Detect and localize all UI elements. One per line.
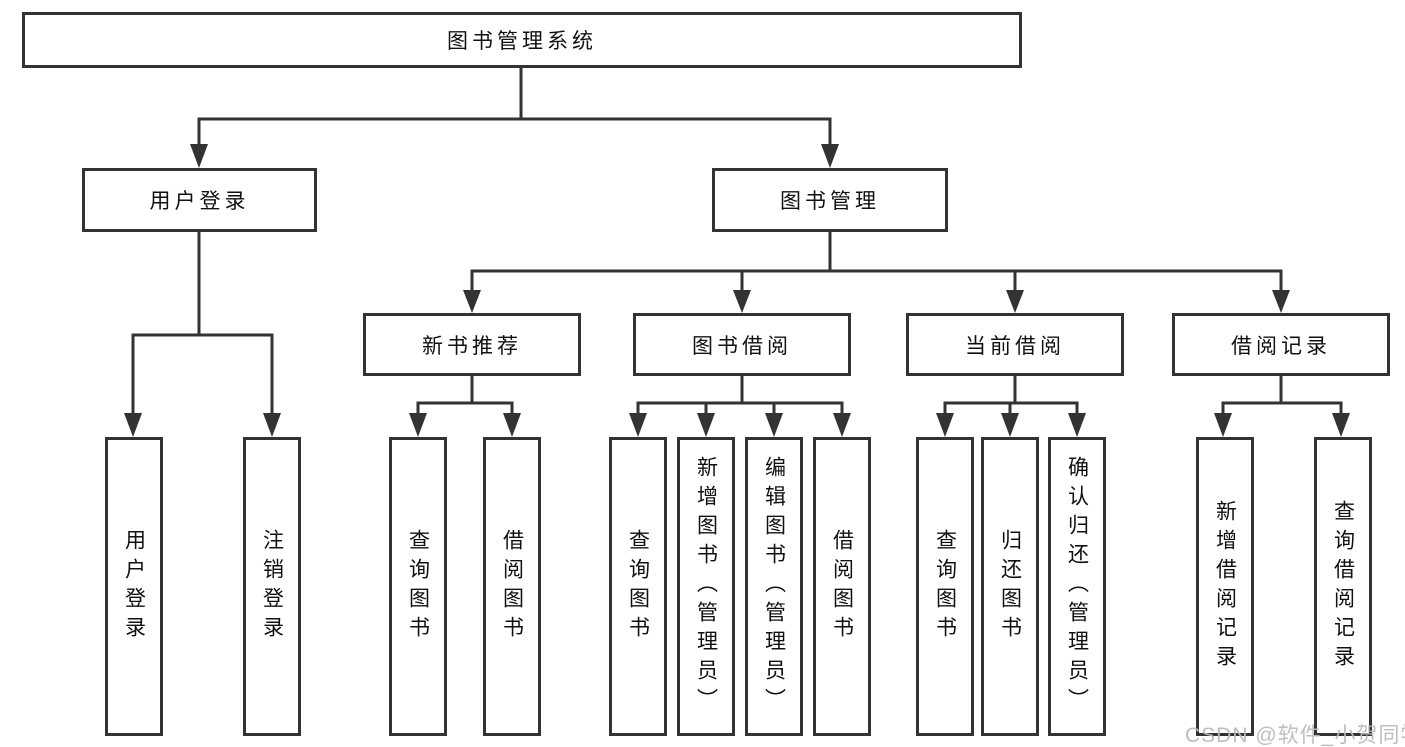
leaf-borrow-books-2-label: 借阅图书	[830, 528, 854, 645]
leaf-borrow-books-1: 借阅图书	[483, 437, 541, 736]
node-root-library-system: 图书管理系统	[22, 12, 1022, 68]
node-book-borrow-label: 图书借阅	[692, 334, 792, 358]
leaf-confirm-return-admin-label: 确认归还（管理员）	[1065, 456, 1089, 717]
leaf-logout-label: 注销登录	[260, 528, 284, 645]
node-borrow-records-label: 借阅记录	[1231, 334, 1331, 358]
leaf-borrow-books-1-label: 借阅图书	[500, 528, 524, 645]
leaf-confirm-return-admin: 确认归还（管理员）	[1048, 437, 1106, 736]
node-root-label: 图书管理系统	[447, 30, 597, 53]
node-user-login-label: 用户登录	[149, 190, 250, 213]
leaf-return-books-label: 归还图书	[998, 528, 1022, 645]
leaf-query-books-1-label: 查询图书	[406, 528, 430, 645]
leaf-user-login: 用户登录	[105, 437, 163, 736]
leaf-borrow-books-2: 借阅图书	[813, 437, 871, 736]
node-new-book-recommend-label: 新书推荐	[422, 334, 522, 358]
leaf-add-books-admin: 新增图书（管理员）	[677, 437, 735, 736]
node-new-book-recommend: 新书推荐	[363, 313, 581, 376]
node-book-management: 图书管理	[712, 168, 948, 232]
node-current-borrow-label: 当前借阅	[965, 334, 1065, 358]
leaf-edit-books-admin: 编辑图书（管理员）	[745, 437, 803, 736]
csdn-watermark: CSDN @软件_小贺同学	[1185, 724, 1405, 747]
leaf-add-books-admin-label: 新增图书（管理员）	[694, 456, 718, 717]
node-user-login: 用户登录	[82, 168, 317, 232]
node-current-borrow: 当前借阅	[906, 313, 1124, 376]
leaf-query-borrow-record-label: 查询借阅记录	[1331, 499, 1355, 674]
node-book-management-label: 图书管理	[780, 190, 880, 213]
leaf-logout: 注销登录	[243, 437, 301, 736]
leaf-query-books-3-label: 查询图书	[933, 528, 957, 645]
leaf-query-borrow-record: 查询借阅记录	[1314, 437, 1372, 736]
leaf-query-books-2: 查询图书	[609, 437, 667, 736]
leaf-add-borrow-record: 新增借阅记录	[1196, 437, 1254, 736]
leaf-add-borrow-record-label: 新增借阅记录	[1213, 499, 1237, 674]
node-book-borrow: 图书借阅	[633, 313, 851, 376]
leaf-query-books-3: 查询图书	[916, 437, 974, 736]
leaf-edit-books-admin-label: 编辑图书（管理员）	[762, 456, 786, 717]
leaf-query-books-2-label: 查询图书	[626, 528, 650, 645]
leaf-return-books: 归还图书	[981, 437, 1039, 736]
node-borrow-records: 借阅记录	[1172, 313, 1390, 376]
leaf-user-login-label: 用户登录	[122, 528, 146, 645]
leaf-query-books-1: 查询图书	[389, 437, 447, 736]
